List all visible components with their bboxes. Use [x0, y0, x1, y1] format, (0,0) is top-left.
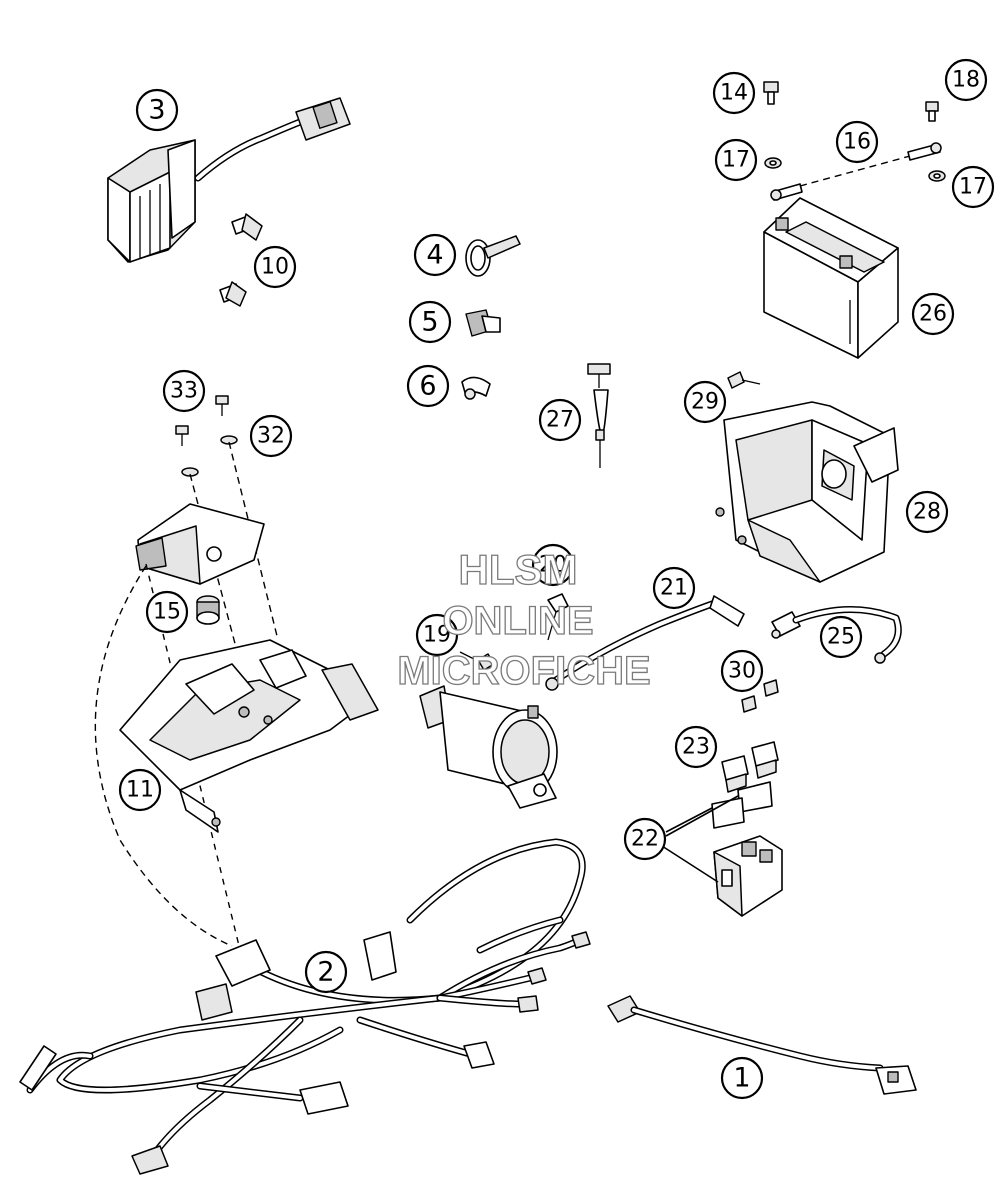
battery-bolt — [763, 81, 779, 105]
starter-motor — [419, 685, 558, 809]
battery-washer-right — [928, 170, 946, 182]
ecu-control-unit — [135, 503, 265, 585]
callout-20: 20 — [531, 543, 575, 587]
callout-18-label: 18 — [952, 68, 980, 93]
voltage-regulator — [107, 97, 351, 263]
ecu-washers — [181, 435, 238, 477]
callout-21: 21 — [652, 566, 696, 610]
callout-15-label: 15 — [153, 600, 181, 625]
callout-2-label: 2 — [317, 957, 334, 988]
callout-21-label: 21 — [660, 576, 688, 601]
ecu-screw-right — [215, 395, 229, 416]
callout-11: 11 — [118, 768, 162, 812]
callout-10: 10 — [253, 245, 297, 289]
regulator-bolts — [219, 213, 263, 307]
callout-1: 1 — [720, 1056, 764, 1100]
callout-17-right: 17 — [951, 165, 995, 209]
ground-cable — [771, 605, 902, 664]
callout-4: 4 — [413, 233, 457, 277]
callout-23: 23 — [674, 725, 718, 769]
callout-29: 29 — [683, 380, 727, 424]
callout-16-label: 16 — [843, 130, 871, 155]
harness-connectors — [19, 931, 591, 1175]
battery-bolt-right — [925, 101, 939, 122]
watermark: HLSM ONLINE MICROFICHE — [397, 545, 652, 693]
ecu-screw-left — [175, 425, 189, 446]
callout-17-right-label: 17 — [959, 175, 987, 200]
callout-2: 2 — [304, 950, 348, 994]
callout-19-label: 19 — [423, 623, 451, 648]
cable-clip — [465, 309, 501, 337]
callout-25: 25 — [819, 615, 863, 659]
callout-30: 30 — [720, 649, 764, 693]
callout-6-label: 6 — [419, 371, 436, 402]
callout-27-label: 27 — [546, 408, 574, 433]
callout-28: 28 — [905, 490, 949, 534]
callout-14-label: 14 — [720, 81, 748, 106]
callout-23-label: 23 — [682, 735, 710, 760]
starter-bolt-19 — [459, 651, 495, 671]
callout-5-label: 5 — [421, 307, 438, 338]
battery-washer-left — [764, 157, 782, 169]
watermark-line-1: HLSM — [459, 546, 578, 593]
callout-6: 6 — [406, 364, 450, 408]
callout-10-label: 10 — [261, 255, 289, 280]
callout-26-label: 26 — [919, 302, 947, 327]
callout-33: 33 — [162, 369, 206, 413]
fuse-probe — [587, 363, 611, 468]
callout-1-label: 1 — [733, 1063, 750, 1094]
watermark-line-3: MICROFICHE — [397, 649, 650, 693]
nuts-30 — [741, 679, 779, 713]
callout-32-label: 32 — [257, 424, 285, 449]
electronics-mounting-bracket — [119, 639, 379, 833]
callout-15: 15 — [145, 590, 189, 634]
leader-lines — [661, 795, 739, 883]
callout-27: 27 — [538, 398, 582, 442]
callout-26: 26 — [911, 292, 955, 336]
callout-16: 16 — [835, 120, 879, 164]
callout-3: 3 — [135, 88, 179, 132]
callout-28-label: 28 — [913, 500, 941, 525]
callout-25-label: 25 — [827, 625, 855, 650]
battery-connecting-strap — [770, 142, 942, 201]
callout-14: 14 — [712, 71, 756, 115]
callout-32: 32 — [249, 414, 293, 458]
callout-11-label: 11 — [126, 778, 154, 803]
watermark-line-2: ONLINE — [442, 599, 593, 643]
callout-19: 19 — [415, 613, 459, 657]
starter-cable — [545, 595, 745, 691]
fuses — [721, 741, 779, 793]
rubber-grommet — [196, 595, 220, 625]
callout-3-label: 3 — [148, 95, 165, 126]
battery — [763, 197, 899, 359]
hose-clip — [461, 376, 491, 400]
callout-18: 18 — [944, 58, 988, 102]
starter-bolt-20 — [547, 593, 569, 641]
sub-wiring-harness — [607, 995, 917, 1095]
callout-5: 5 — [408, 300, 452, 344]
callout-17-left: 17 — [714, 138, 758, 182]
main-wiring-harness — [26, 838, 586, 1164]
screw-29 — [727, 371, 761, 389]
cable-tie — [465, 235, 521, 277]
callout-17-left-label: 17 — [722, 148, 750, 173]
callout-30-label: 30 — [728, 659, 756, 684]
callout-20-label: 20 — [539, 553, 567, 578]
callout-22: 22 — [623, 817, 667, 861]
starter-relay — [713, 835, 783, 917]
callout-29-label: 29 — [691, 390, 719, 415]
callout-33-label: 33 — [170, 379, 198, 404]
battery-holder — [715, 401, 899, 583]
callout-22-label: 22 — [631, 827, 659, 852]
callout-4-label: 4 — [426, 240, 443, 271]
